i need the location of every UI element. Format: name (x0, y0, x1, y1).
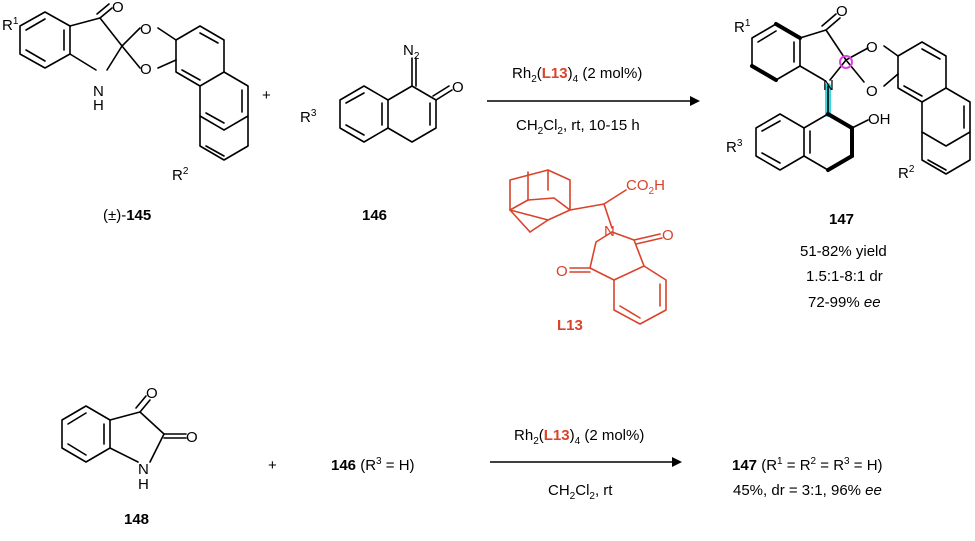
o-atom: O (146, 385, 158, 402)
ligand-o-atom: O (662, 227, 674, 244)
ligand-co2h: CO2H (626, 177, 665, 197)
plus-sign-2: + (268, 457, 277, 474)
compound-148-label: 148 (124, 511, 149, 528)
compound-146-structure (339, 57, 453, 143)
conditions-solvent-1: CH2Cl2, rt, 10-15 h (516, 117, 640, 137)
product-147-substituents: 147 (R1 = R2 = R3 = H) (732, 456, 883, 474)
nh-h-atom: H (93, 97, 104, 114)
conditions-catalyst-1: Rh2(L13)4 (2 mol%) (512, 65, 642, 85)
product-147-yield: 51-82% yield (800, 243, 887, 260)
conditions-solvent-2: CH2Cl2, rt (548, 482, 613, 502)
r1-label: R1 (734, 18, 751, 36)
compound-146-label: 146 (362, 207, 387, 224)
conditions-catalyst-2: Rh2(L13)4 (2 mol%) (514, 427, 644, 447)
oh-group: OH (868, 111, 891, 128)
ligand-l13-structure (509, 169, 667, 325)
compound-145-label: (±)-145 (103, 207, 151, 224)
ligand-o-atom: O (556, 263, 568, 280)
stereocenter-highlight (839, 55, 853, 69)
compound-148-structure (61, 395, 187, 463)
r2-label: R2 (898, 164, 915, 182)
r3-label: R3 (300, 108, 317, 126)
o-atom: O (140, 21, 152, 38)
n2-label: N2 (403, 42, 420, 62)
o-atom: O (112, 0, 124, 16)
product-147-label: 147 (829, 211, 854, 228)
nh-atom: N (93, 83, 104, 100)
o-atom: O (866, 39, 878, 56)
ligand-l13-label: L13 (557, 317, 583, 334)
o-atom: O (866, 83, 878, 100)
plus-sign: + (262, 87, 271, 104)
compound-146-r3h: 146 (R3 = H) (331, 456, 415, 474)
compound-145-naph-extra (199, 115, 249, 161)
o-atom: O (836, 3, 848, 20)
n-atom: N (823, 77, 834, 94)
compound-145-structure (19, 3, 249, 131)
product-147-result: 45%, dr = 3:1, 96% ee (733, 482, 882, 499)
o-atom: O (186, 429, 198, 446)
h-atom: H (138, 476, 149, 493)
arrowhead-1 (690, 96, 700, 106)
arrowhead-2 (672, 457, 682, 467)
ligand-n-atom: N (604, 223, 615, 240)
product-147-dr: 1.5:1-8:1 dr (806, 268, 883, 285)
r3-label: R3 (726, 138, 743, 156)
r2-label: R2 (172, 166, 189, 184)
product-147-ee: 72-99% ee (808, 294, 881, 311)
o-atom: O (452, 79, 464, 96)
n-atom: N (138, 461, 149, 478)
r1-label: R1 (2, 16, 19, 34)
o-atom: O (140, 61, 152, 78)
product-147-structure (750, 13, 971, 175)
